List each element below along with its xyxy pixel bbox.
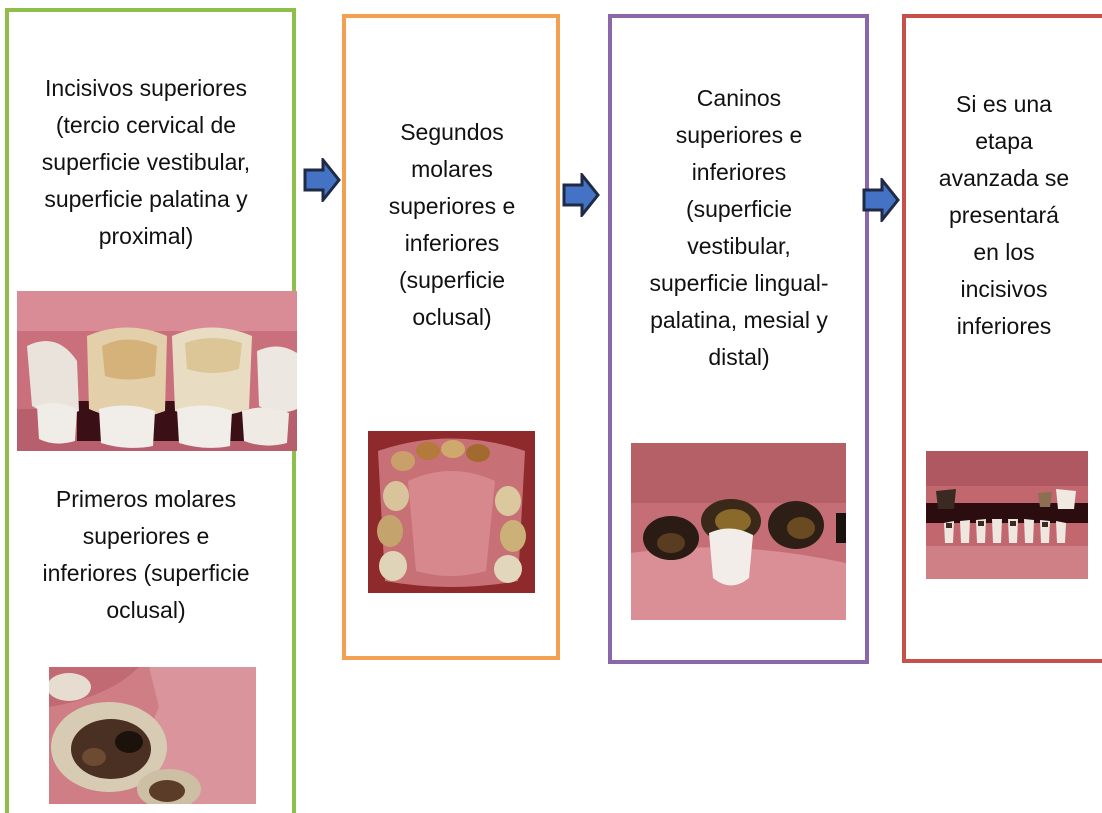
canines-photo: [631, 443, 846, 620]
lower-incisors-photo: [926, 451, 1088, 579]
arrow-right-icon: [562, 173, 600, 217]
stage-4-text: Si es una etapa avanzada se presentará e…: [918, 86, 1090, 345]
stage-3-text: Caninos superiores e inferiores (superfi…: [614, 80, 864, 376]
upper-incisors-photo: [17, 291, 297, 451]
second-molars-photo: [368, 431, 535, 593]
stage-1-first-molars-text: Primeros molares superiores e inferiores…: [10, 481, 282, 629]
arrow-right-icon: [303, 158, 341, 202]
stage-1-upper-incisors-text: Incisivos superiores (tercio cervical de…: [10, 70, 282, 255]
stage-2-text: Segundos molares superiores e inferiores…: [356, 114, 548, 336]
first-molars-photo: [49, 667, 256, 804]
arrow-right-icon: [862, 178, 900, 222]
